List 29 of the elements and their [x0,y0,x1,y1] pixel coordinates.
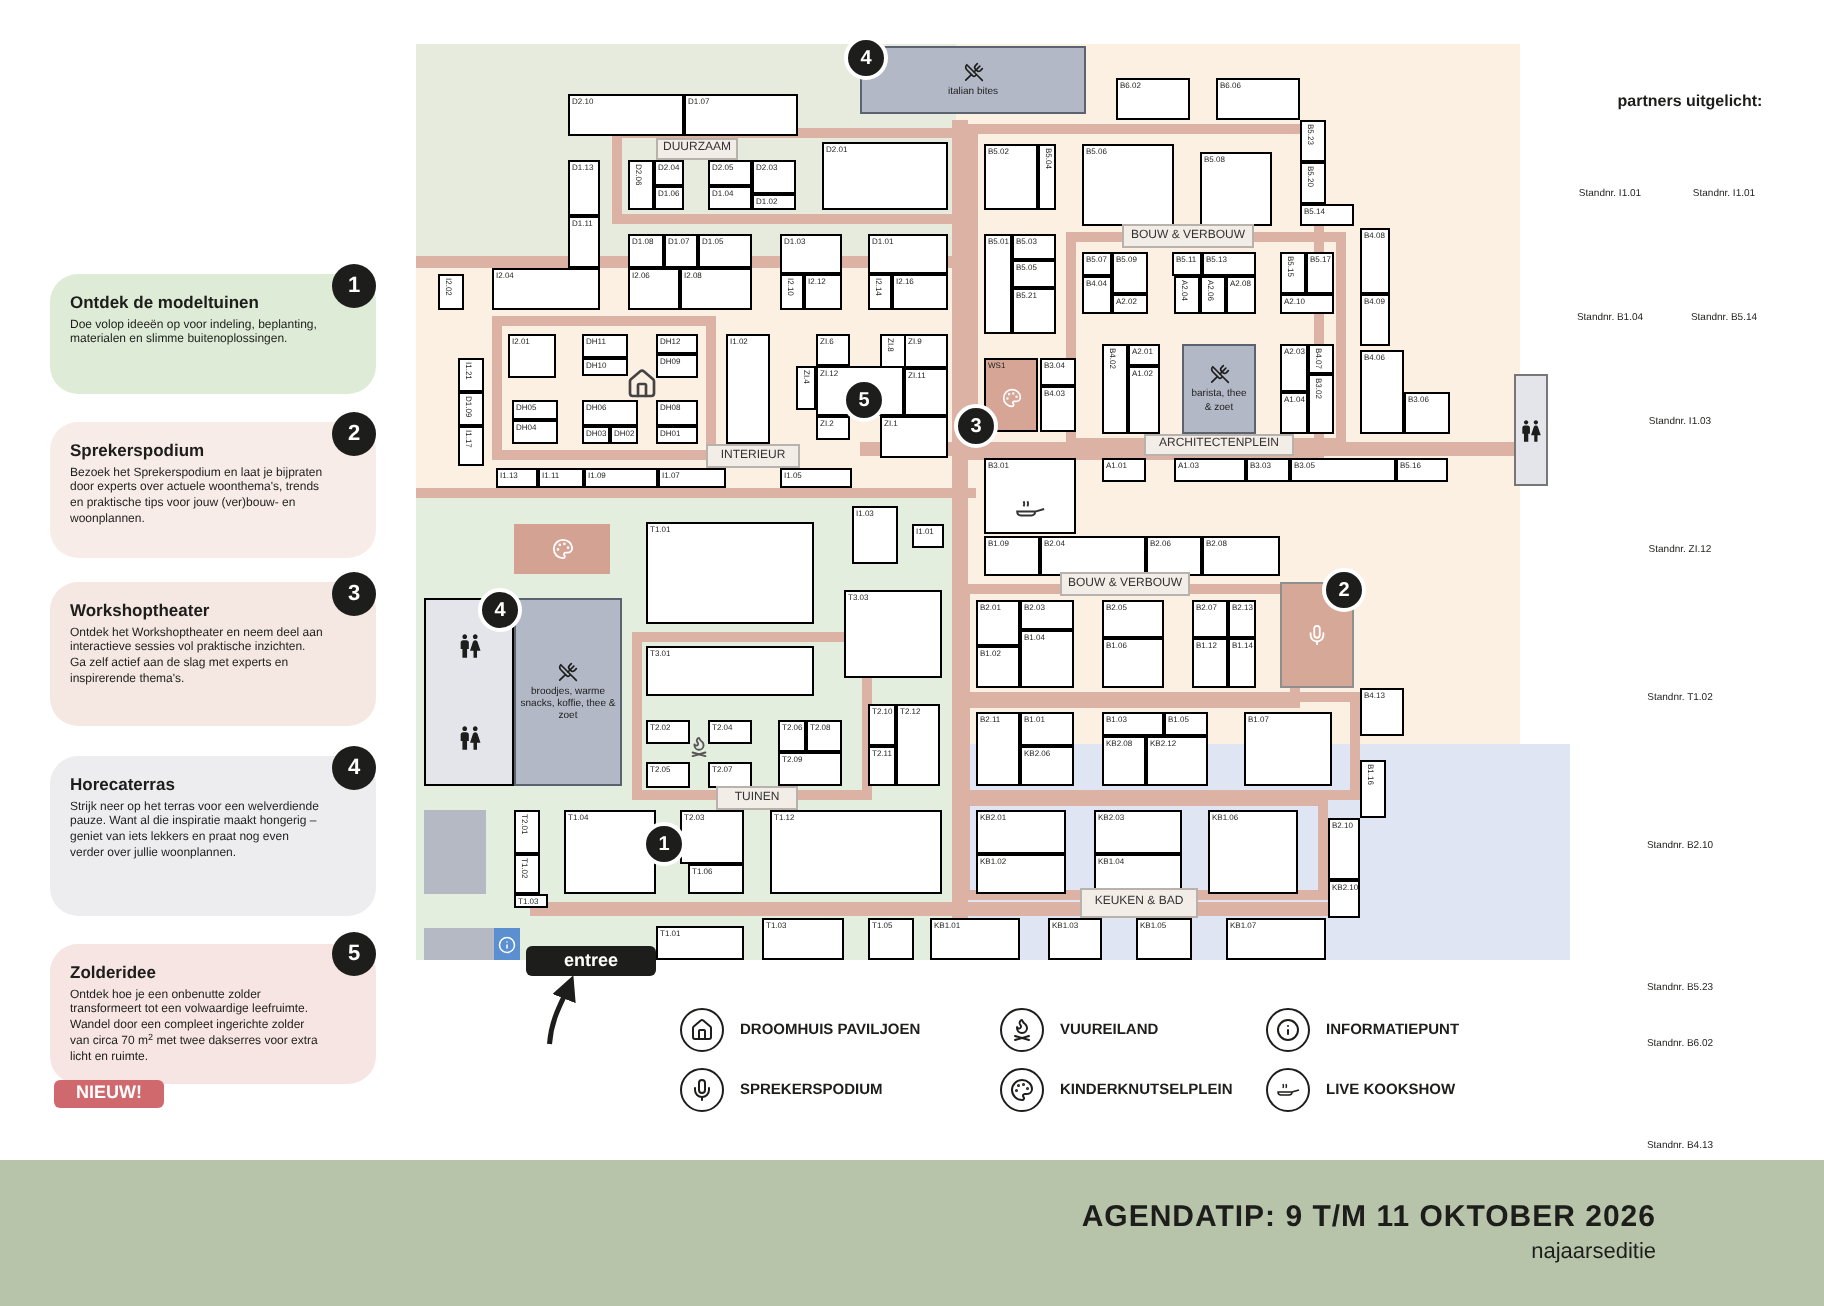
food-court-area [1182,344,1256,434]
number-marker: 2 [332,412,376,456]
card-heading: Zolderidee [70,962,158,984]
number-marker: 4 [332,746,376,790]
card-heading: Horecaterras [70,774,177,796]
card-heading: Sprekerspodium [70,440,207,462]
card-heading: Ontdek de modeltuinen [70,292,261,314]
workshop-area [984,358,1038,432]
partners-heading: partners uitgelicht: [1615,90,1765,114]
date-headline: AGENDATIP: 9 T/M 11 OKTOBER 2026 [1079,1198,1656,1238]
edition-note: najaarseditie [1529,1238,1656,1268]
info-card [50,422,376,558]
number-marker: 1 [332,264,376,308]
number-marker: 4 [844,36,888,80]
info-card [50,756,376,916]
speaker-stage-area [1280,582,1354,688]
info-card [50,944,376,1084]
food-court-area [514,598,622,786]
info-card [50,582,376,726]
arrow [547,975,576,1045]
number-marker: 5 [332,932,376,976]
info-card [50,274,376,394]
card-heading: Workshoptheater [70,600,212,622]
food-court-area [860,46,1086,114]
kids-craft-area [514,524,610,574]
new-badge: NIEUW! [54,1080,164,1108]
number-marker: 3 [332,572,376,616]
entrance-label: entree [526,946,656,976]
exhibition-stand [984,458,1076,534]
